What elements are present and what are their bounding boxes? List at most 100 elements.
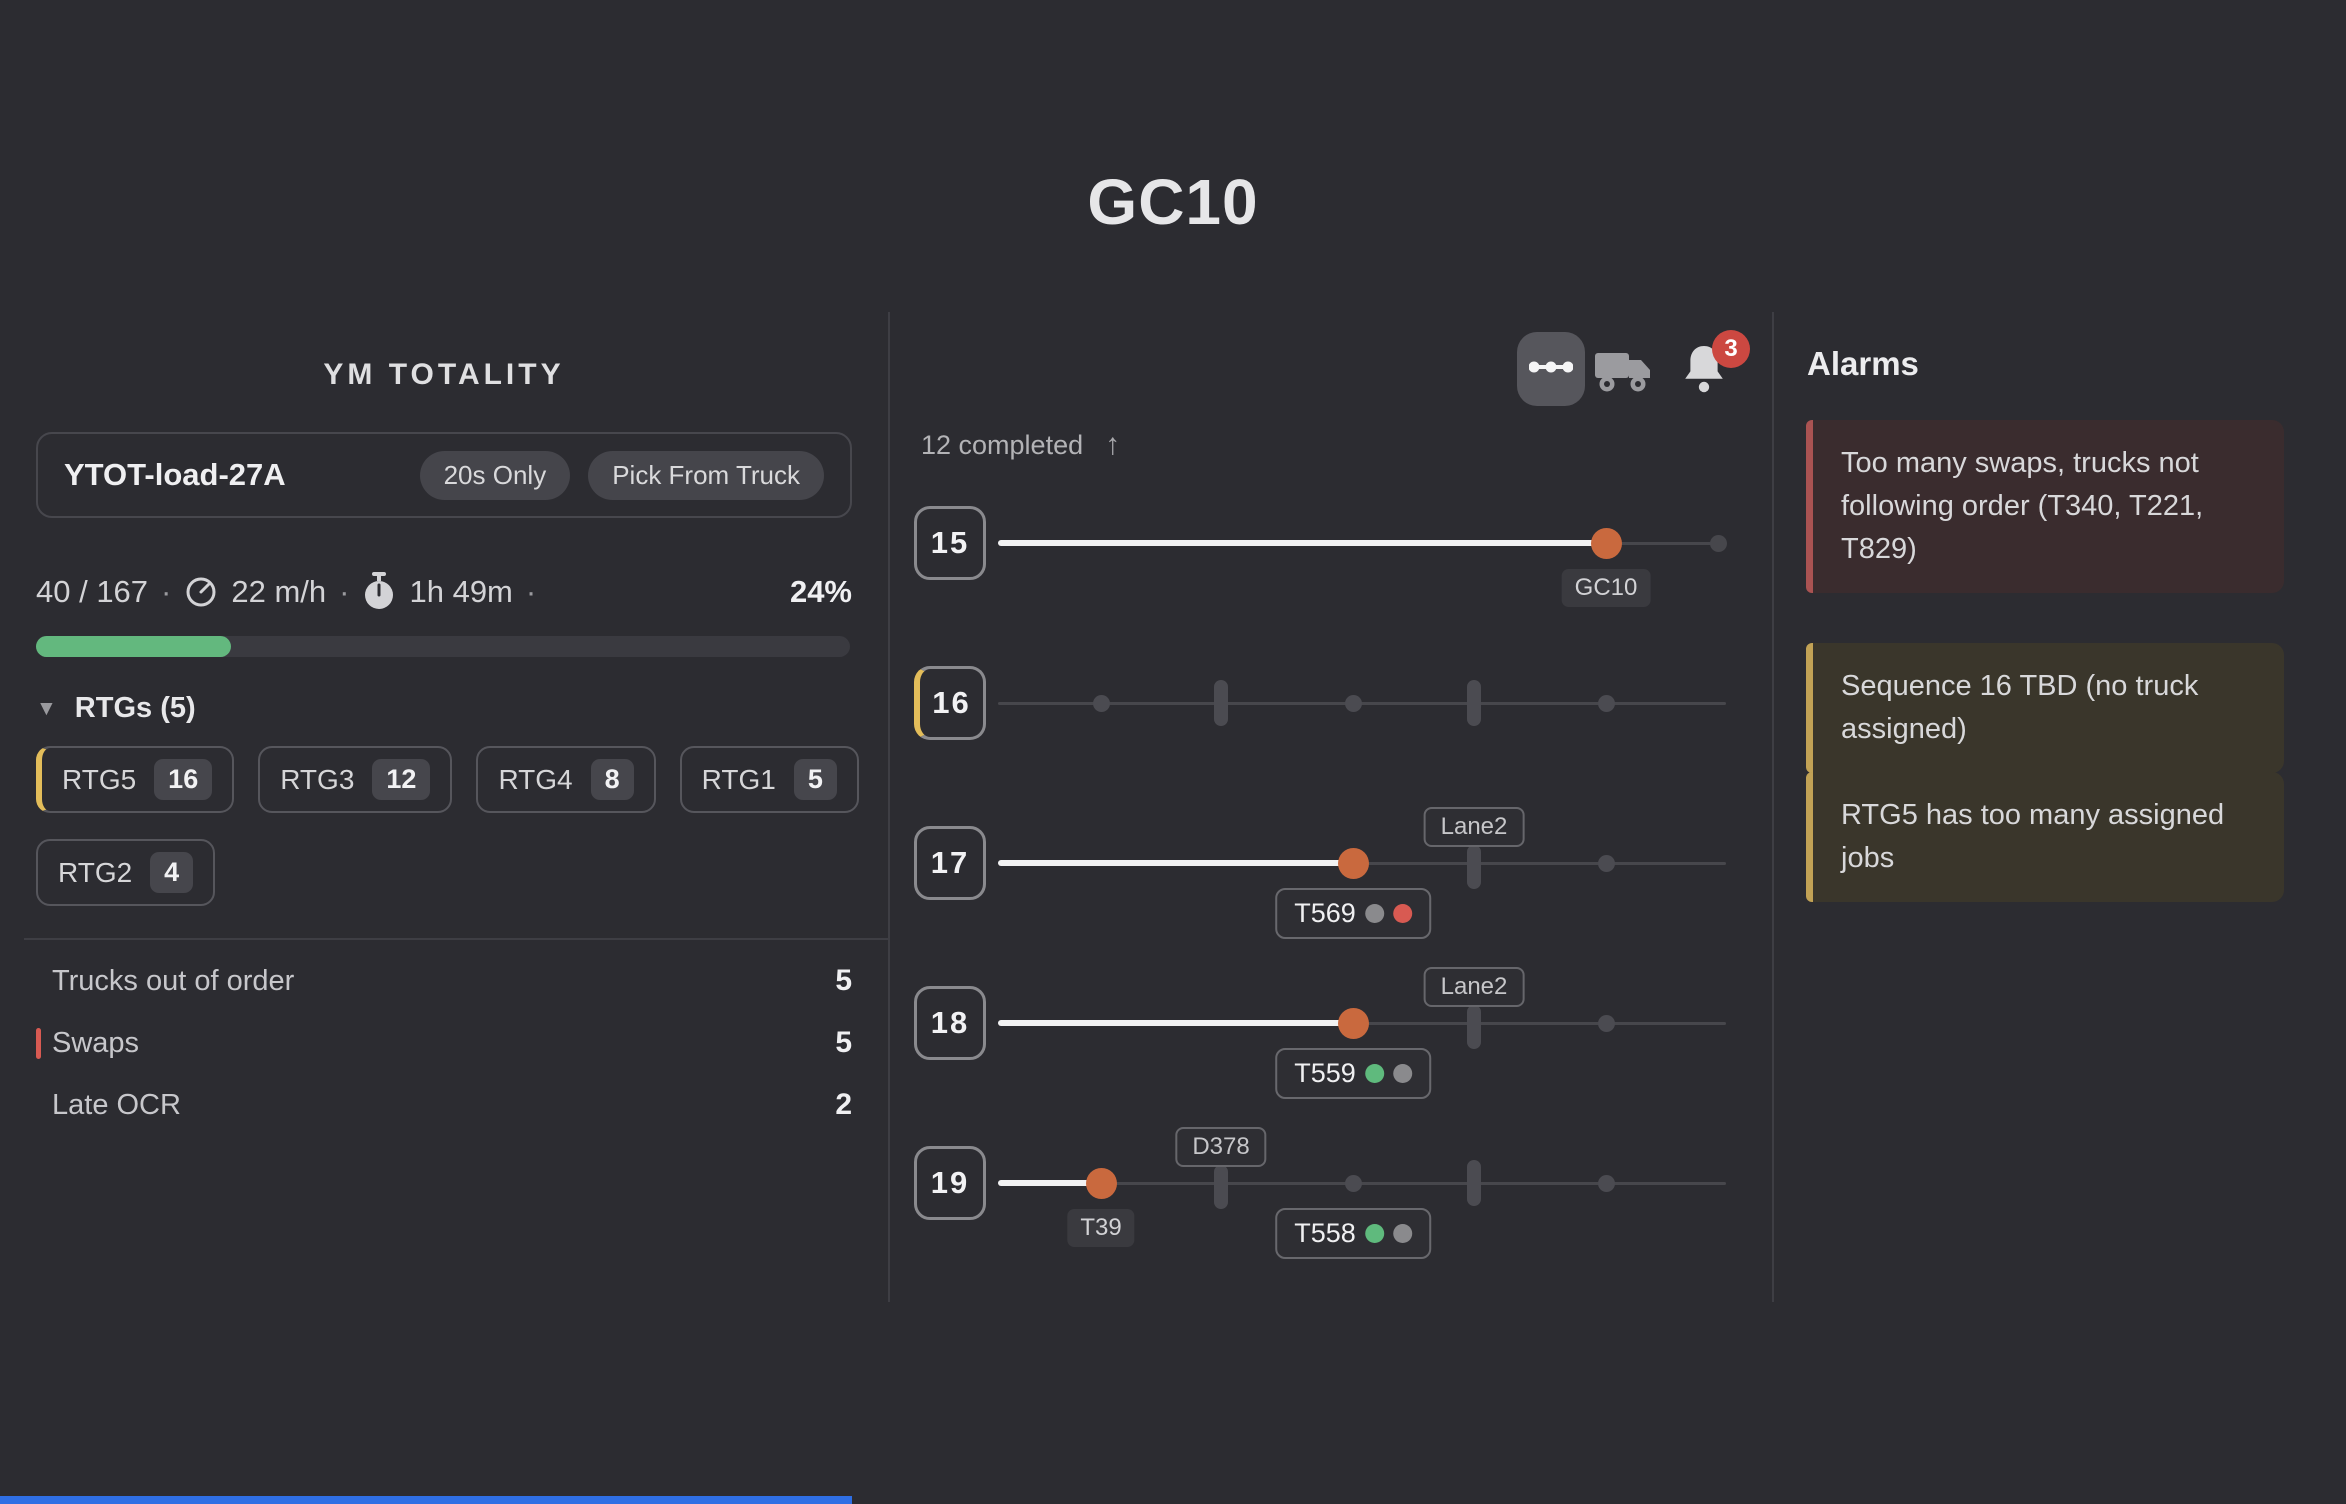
truck-view-button[interactable] [1594,348,1654,394]
crane-position-dot[interactable] [1338,848,1369,879]
alarms-heading: Alarms [1807,345,1919,382]
issue-label: Swaps [52,1026,140,1059]
flag-marker [1214,1165,1228,1209]
stop-dot [1598,695,1615,712]
sequence-box-19[interactable]: 19 [914,1146,986,1220]
marker-label-t39: T39 [1067,1209,1135,1247]
truck-id: T559 [1294,1058,1356,1088]
rtg-chip-rtg3[interactable]: RTG3 12 [258,746,453,813]
truck-icon [1594,353,1654,398]
rtg-section-label: RTGs (5) [74,692,196,724]
truck-badge-t569[interactable]: T569 [1275,888,1431,939]
truck-id: T569 [1294,898,1356,928]
progress-line [998,860,1353,866]
completed-label: 12 completed [921,429,1084,460]
progress-line [998,540,1606,546]
left-panel-divider [24,938,888,940]
progress-fraction: 40 / 167 [36,574,149,609]
load-card: YTOT-load-27A 20s Only Pick From Truck [36,432,852,518]
status-dot-gray [1392,1224,1412,1243]
issue-row[interactable]: Swaps 5 [36,1012,852,1074]
rtg-chip-count: 16 [154,759,213,800]
stop-dot [1598,1175,1615,1192]
status-dot-gray [1364,904,1384,923]
bell-icon [1680,346,1728,402]
stop-marker [1467,1160,1481,1206]
notification-count-badge[interactable]: 3 [1712,330,1750,368]
progress-line [998,1180,1101,1186]
divider-middle-right [1772,312,1774,1302]
issue-value: 2 [835,1088,852,1121]
truck-badge-t558[interactable]: T558 [1275,1208,1431,1259]
stop-dot [1345,1175,1362,1192]
truck-badge-t559[interactable]: T559 [1275,1048,1431,1099]
stats-row: 40 / 167 · 22 m/h · 1h 49m · 24% [36,572,852,612]
stop-marker [1467,680,1481,726]
rtg-section-header[interactable]: ▼ RTGs (5) [36,692,196,725]
swap-accent-bar [36,1028,41,1059]
marker-label-gc10: GC10 [1561,569,1651,607]
time-remaining: 1h 49m [409,574,513,609]
rtg-chip-rtg4[interactable]: RTG4 8 [476,746,656,813]
alarm-card-1: Too many swaps, trucks not following ord… [1806,420,2284,593]
completed-toggle[interactable]: 12 completed ↑ [921,428,1120,462]
rtg-chip-label: RTG5 [62,763,137,795]
progress-bar-fill [36,636,232,657]
stop-dot [1598,855,1615,872]
progress-line [998,1020,1353,1026]
rtg-chip-count: 12 [372,759,431,800]
page-title: GC10 [1087,166,1259,238]
issue-label: Late OCR [52,1088,181,1121]
separator: · [525,574,537,609]
status-dot-gray [1392,1064,1412,1083]
speedometer-icon [184,575,218,609]
status-dot-red [1392,904,1412,923]
crane-position-dot[interactable] [1591,528,1622,559]
rtg-chip-rtg5[interactable]: RTG5 16 [36,746,235,813]
crane-position-dot[interactable] [1086,1168,1117,1199]
track-end-dot [1710,535,1727,552]
load-name: YTOT-load-27A [64,457,286,492]
stop-marker [1214,680,1228,726]
separator: · [339,574,350,609]
status-dot-green [1364,1224,1384,1243]
crane-position-dot[interactable] [1338,1008,1369,1039]
sequence-box-16[interactable]: 16 [914,666,986,740]
divider-left-middle [888,312,890,1302]
rtg-chip-count: 4 [150,852,194,893]
truck-id: T558 [1294,1218,1356,1248]
sequence-view-button[interactable] [1517,332,1585,406]
separator: · [161,574,172,609]
timeline-track [998,1182,1726,1185]
flag-label-lane2[interactable]: Lane2 [1423,807,1525,847]
rtg-chip-count: 8 [590,759,634,800]
collapse-caret-icon[interactable]: ▼ [36,696,57,720]
flag-label-d378[interactable]: D378 [1175,1127,1267,1167]
issue-row[interactable]: Late OCR 2 [36,1074,852,1136]
stopwatch-icon [362,572,396,612]
tag-pick-from-truck[interactable]: Pick From Truck [588,450,824,500]
tag-20s-only[interactable]: 20s Only [419,450,571,500]
stop-dot [1093,695,1110,712]
flag-marker [1467,1005,1481,1049]
ym-totality-heading: YM TOTALITY [323,358,565,391]
sequence-box-15[interactable]: 15 [914,506,986,580]
rtg-chip-label: RTG3 [280,763,355,795]
timeline-track [998,702,1726,705]
flag-label-lane2[interactable]: Lane2 [1423,967,1525,1007]
alarm-card-3: RTG5 has too many assigned jobs [1806,772,2284,902]
status-dot-green [1364,1064,1384,1083]
sequence-box-17[interactable]: 17 [914,826,986,900]
rtg-chip-label: RTG4 [498,763,573,795]
issue-value: 5 [835,1026,852,1059]
sequence-box-18[interactable]: 18 [914,986,986,1060]
sequence-dots-icon [1528,359,1574,380]
bottom-blue-strip [0,1496,852,1504]
stop-dot [1345,695,1362,712]
progress-bar [36,636,850,657]
